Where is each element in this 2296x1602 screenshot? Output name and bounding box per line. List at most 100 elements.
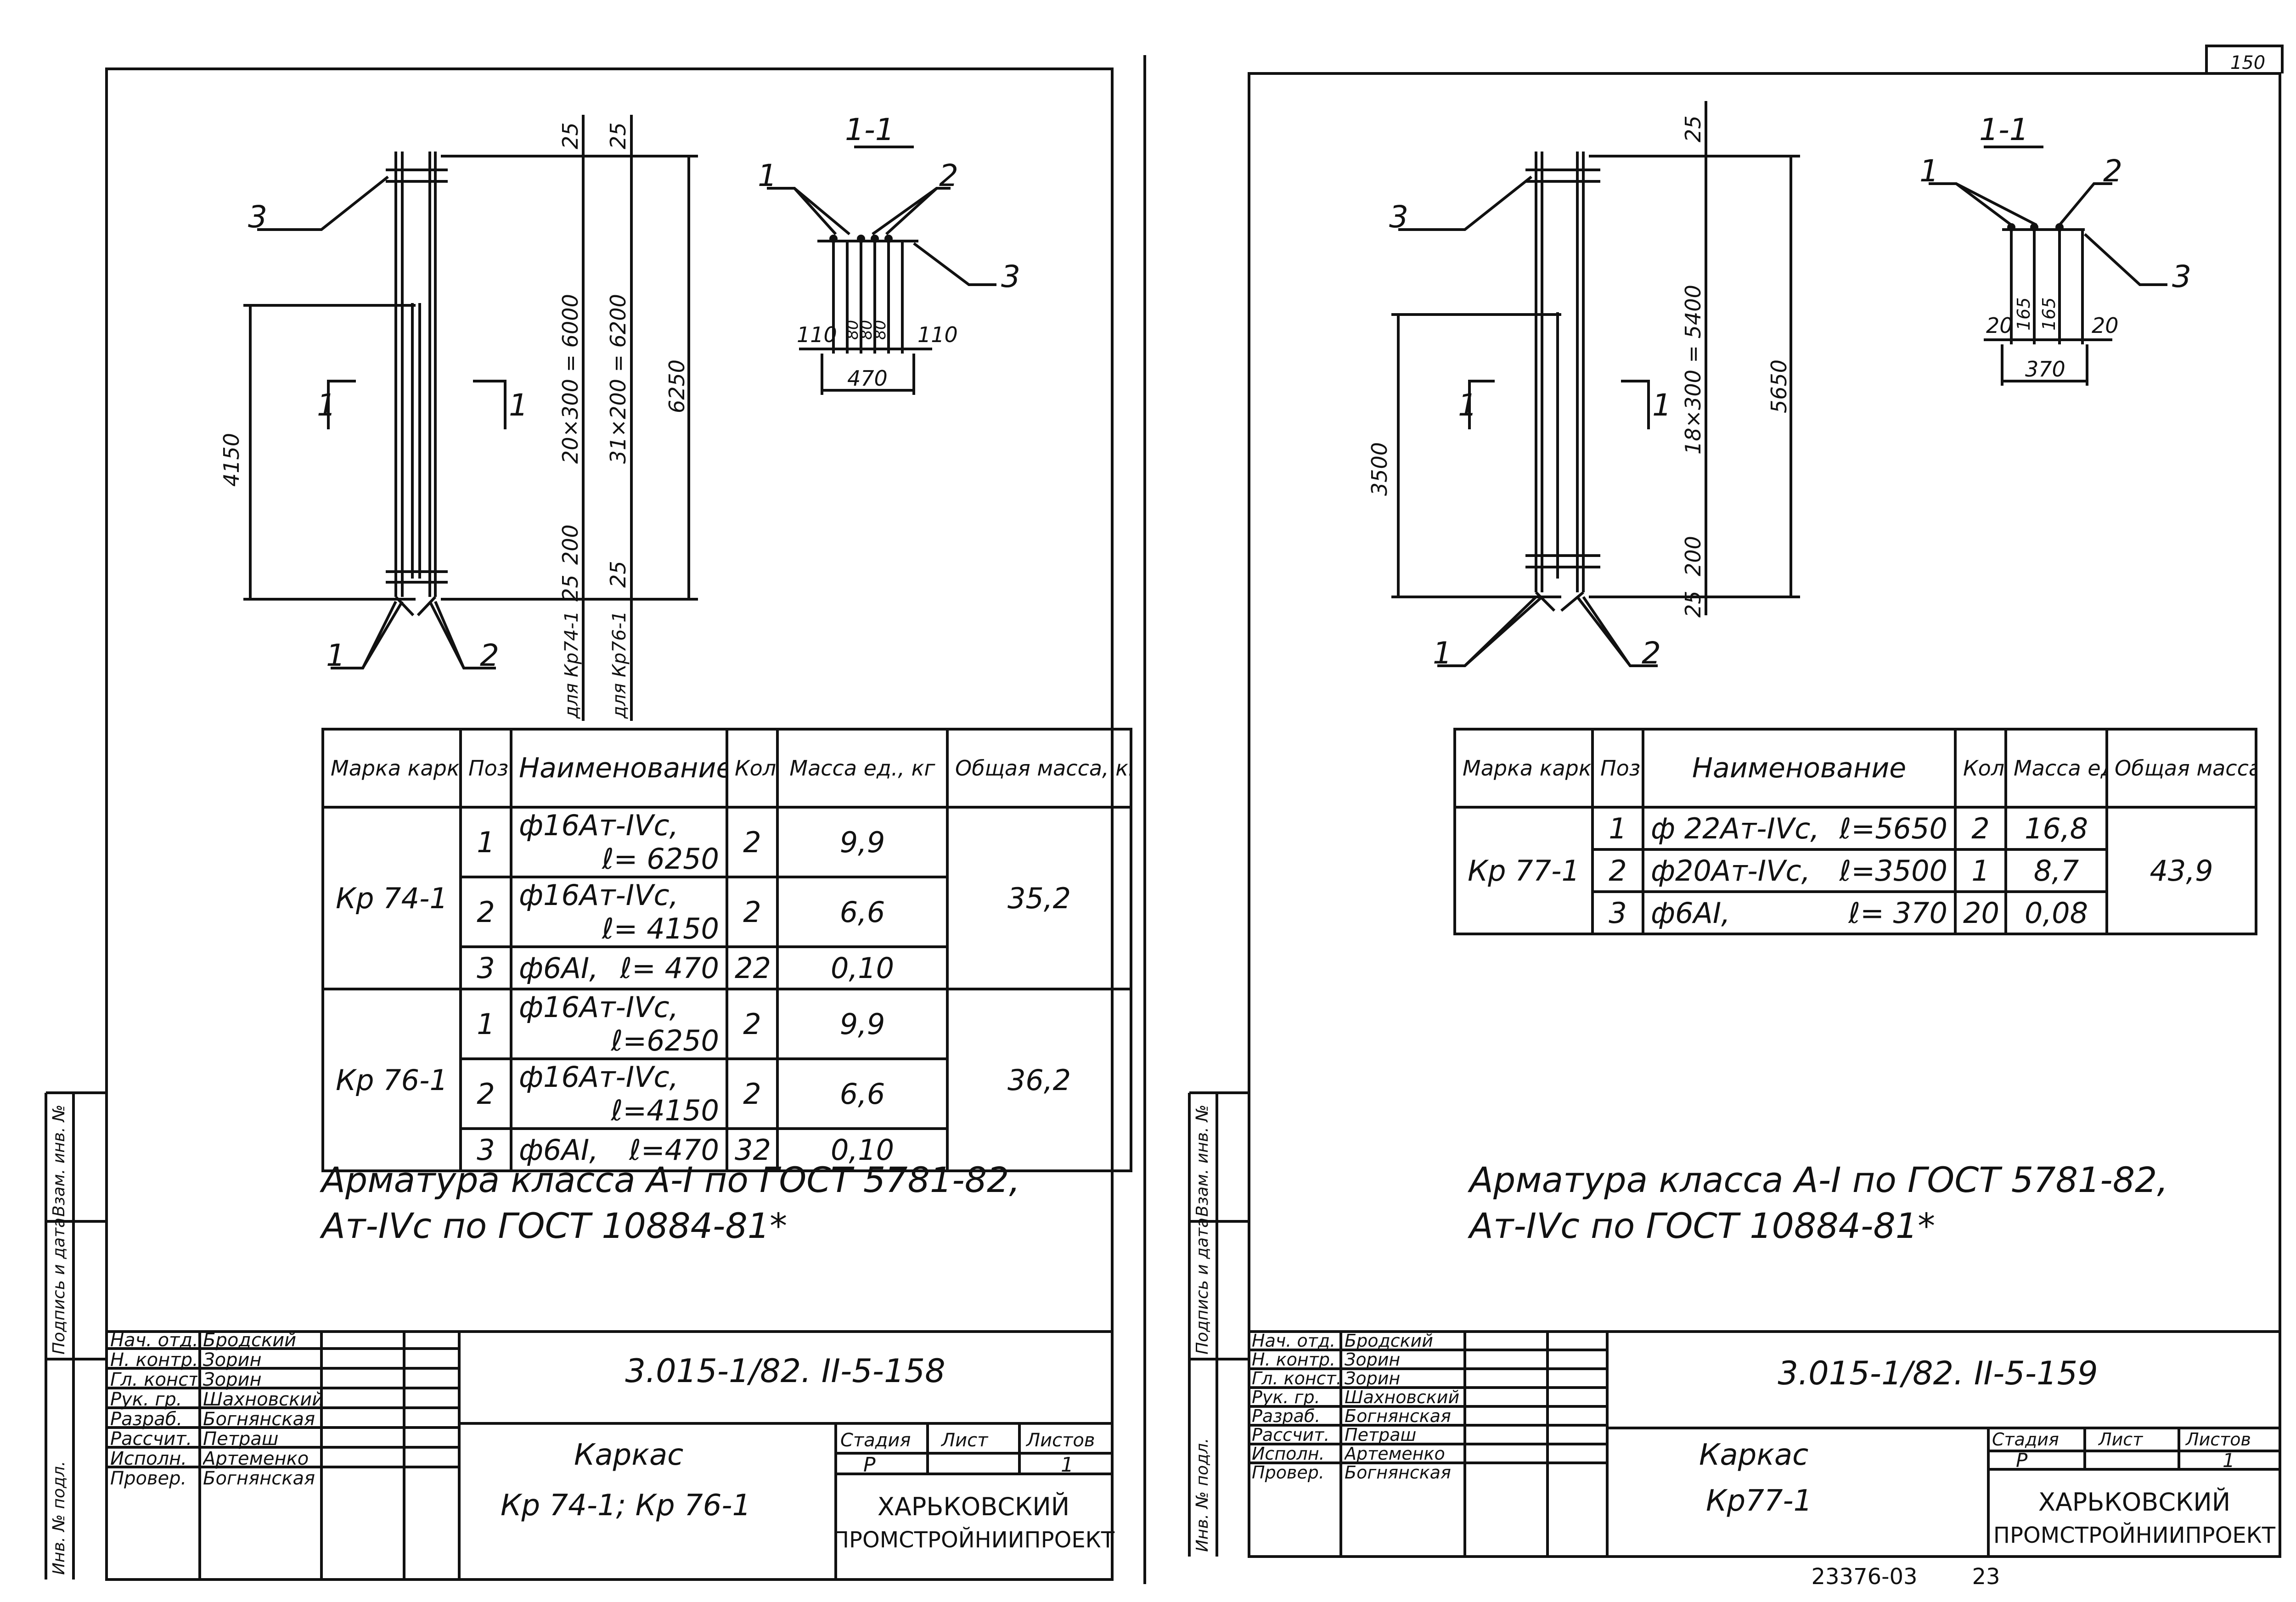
row-qty: 2	[726, 988, 779, 1060]
row-mass: 9,9	[776, 988, 949, 1060]
row-mass: 9,9	[776, 806, 949, 878]
row-name: ф6АI,ℓ=470	[510, 1127, 728, 1172]
row-pos: 3	[459, 1127, 512, 1172]
table-row: 3 ф6АI,ℓ= 370 20 0,08	[1455, 890, 2256, 935]
dim-pitch-1: 18×300 = 5400	[1681, 285, 1705, 455]
sidebar-signature-date: Подпись и дата	[50, 1217, 68, 1355]
person-name: Бродский	[203, 1331, 297, 1350]
notes: Арматура класса А-I по ГОСТ 5781-82, Ат-…	[321, 1157, 1020, 1249]
role: Исполн.	[110, 1449, 187, 1469]
sec-dim-mid-1: 80	[844, 320, 862, 340]
sheet-label: Лист	[940, 1430, 989, 1451]
table-row: 3 ф6АI,ℓ=470 32 0,10	[323, 1127, 1131, 1172]
row-qty: 32	[726, 1127, 779, 1172]
person-name: Артеменко	[1345, 1445, 1445, 1463]
section-callout-2: 2	[2103, 153, 2122, 189]
page-divider	[1143, 55, 1146, 1584]
title-block-title: Каркас	[1699, 1438, 1808, 1472]
drawing-sheet-158: 1-1 3 1 2 1 2 3 1 1 4150 6250 20×300 = 6…	[45, 67, 1132, 1581]
sidebar-inv-number: Инв. № подл.	[50, 1461, 68, 1575]
sec-dim-mid-2: 165	[2039, 297, 2059, 331]
table-row: 2 ф20Ат-IVс,ℓ=3500 1 8,7	[1455, 848, 2256, 893]
notes: Арматура класса А-I по ГОСТ 5781-82, Ат-…	[1469, 1157, 2168, 1249]
row-name: ф6АI,ℓ= 470	[510, 945, 728, 990]
table-row: 2 ф16Ат-IVс,ℓ= 4150 2 6,6	[323, 876, 1131, 948]
person-name: Петраш	[203, 1429, 279, 1449]
dim-bottom-2: 25	[1681, 590, 1705, 618]
dim-bottom-2: 200	[558, 524, 583, 565]
sec-dim-left: 20	[1986, 313, 2013, 338]
dim-top-offset-1: 25	[558, 122, 583, 149]
row-pos: 1	[1591, 806, 1644, 851]
note-line-2: Ат-IVс по ГОСТ 10884-81*	[321, 1205, 788, 1246]
row-qty: 20	[1954, 890, 2007, 935]
section-callout-1: 1	[758, 158, 777, 193]
dim-top-offset-2: 25	[606, 122, 630, 149]
note-line-2: Ат-IVс по ГОСТ 10884-81*	[1469, 1205, 1936, 1246]
note-line-1: Арматура класса А-I по ГОСТ 5781-82,	[1469, 1159, 2168, 1200]
org-name-2: ПРОМСТРОЙНИИПРОЕКТ	[1993, 1522, 2276, 1548]
dim-inner-height: 3500	[1367, 442, 1392, 496]
title-block-roles: Нач. отд. Н. контр. Гл. конст. Рук. гр. …	[1252, 1332, 1339, 1482]
spec-table: Марка каркаса Поз. Наименование Кол. Мас…	[321, 728, 1132, 1172]
col-pos: Поз.	[459, 728, 512, 809]
sidebar-signature-date: Подпись и дата	[1193, 1217, 1212, 1355]
person-name: Петраш	[1345, 1426, 1417, 1445]
person-name: Богнянская	[1345, 1407, 1451, 1426]
sec-dim-mid-2: 80	[857, 320, 876, 340]
role: Рассчит.	[1252, 1426, 1330, 1445]
person-name: Бродский	[1345, 1332, 1433, 1350]
note-line-1: Арматура класса А-I по ГОСТ 5781-82,	[321, 1159, 1020, 1200]
role: Нач. отд.	[1252, 1332, 1336, 1350]
role: Н. контр.	[1252, 1350, 1336, 1369]
title-block-subtitle: Кр77-1	[1706, 1484, 1812, 1518]
person-name: Богнянская	[203, 1410, 315, 1429]
dim-bottom-1: 200	[1681, 536, 1705, 576]
cut-marker-left: 1	[317, 388, 336, 423]
person-name: Шахновский	[203, 1390, 320, 1410]
row-name: ф6АI,ℓ= 370	[1642, 890, 1957, 935]
drawing-sheet-159: 1-1 3 1 2 1 2 3 1 1 3500 5650 18×300 = 5…	[1148, 0, 2296, 1602]
row-qty: 2	[726, 1057, 779, 1130]
row-mass: 16,8	[2004, 806, 2108, 851]
table-row: 3 ф6АI,ℓ= 470 22 0,10	[323, 945, 1131, 990]
sidebar-inv-number: Инв. № подл.	[1193, 1438, 1212, 1552]
row-qty: 1	[1954, 848, 2007, 893]
table-row: Кр 77-1 1 ф 22Ат-IVс,ℓ=5650 2 16,8 43,9	[1453, 806, 2257, 935]
row-qty: 2	[726, 806, 779, 878]
stage-label: Стадия	[1992, 1429, 2059, 1450]
col-name: Наименование	[1642, 728, 1957, 809]
group-total: 36,2	[946, 988, 1132, 1172]
role: Рук. гр.	[110, 1390, 182, 1410]
row-pos: 2	[459, 876, 512, 948]
archive-page: 23	[1972, 1564, 2000, 1590]
title-block-code: 3.015-1/82. II-5-158	[625, 1352, 945, 1390]
role: Н. контр.	[110, 1350, 197, 1370]
sec-dim-right: 110	[917, 322, 958, 347]
sheet-label: Лист	[2098, 1429, 2144, 1450]
org-name-1: ХАРЬКОВСКИЙ	[2038, 1488, 2230, 1517]
section-callout-1: 1	[1919, 153, 1939, 189]
person-name: Зорин	[1345, 1369, 1401, 1388]
cut-marker-right: 1	[1652, 388, 1671, 423]
section-callout-3: 3	[1001, 259, 1020, 294]
role: Разраб.	[1252, 1407, 1321, 1426]
title-block-names: Бродский Зорин Зорин Шахновский Богнянск…	[1345, 1332, 1463, 1482]
dim-for-kr76: для Кр76-1	[609, 611, 630, 719]
callout-bar-3: 3	[248, 199, 267, 235]
dim-for-kr74: для Кр74-1	[561, 611, 582, 719]
row-qty: 22	[726, 945, 779, 990]
dim-pitch-1: 20×300 = 6000	[558, 294, 583, 464]
title-block-names: Бродский Зорин Зорин Шахновский Богнянск…	[203, 1331, 320, 1489]
sec-dim-mid-3: 80	[871, 320, 889, 340]
col-unit-mass: Масса ед., кг	[776, 728, 949, 809]
row-mass: 6,6	[776, 876, 949, 948]
col-mark: Марка каркаса	[321, 728, 462, 809]
role: Гл. конст.	[1252, 1369, 1339, 1388]
row-mass: 6,6	[776, 1057, 949, 1130]
row-name: ф 22Ат-IVс,ℓ=5650	[1642, 806, 1957, 851]
sheet-159-linework: 1-1 3 1 2 1 2 3 1 1 3500 5650 18×300 = 5…	[1188, 45, 2284, 1590]
stage-value: Р	[863, 1453, 876, 1477]
col-qty: Кол.	[1954, 728, 2007, 809]
row-pos: 1	[459, 988, 512, 1060]
